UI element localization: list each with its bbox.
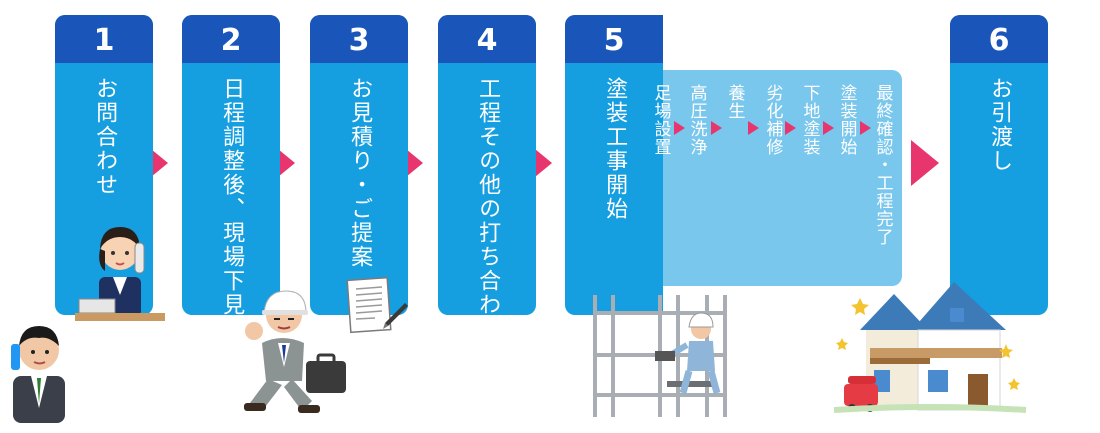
step-label: 工程その他の打ち合わせ — [475, 77, 501, 315]
step-label: お見積り・ご提案 — [347, 77, 373, 269]
step-card-2: 2 日程調整後、現場下見 — [182, 15, 280, 315]
substep-arrow — [674, 121, 685, 135]
estimate-document-icon — [346, 276, 408, 334]
substep-label: 劣化補修 — [762, 84, 783, 156]
step-number: 1 — [55, 15, 153, 63]
substep-arrow — [785, 121, 796, 135]
step-label: お引渡し — [987, 77, 1013, 173]
step-number: 5 — [565, 15, 663, 63]
step-number: 6 — [950, 15, 1048, 63]
receptionist-illustration — [75, 227, 165, 321]
step-card-6: 6 お引渡し — [950, 15, 1048, 315]
substep-label: 下地塗装 — [799, 84, 820, 156]
scaffold-illustration — [593, 295, 727, 417]
step-label: 日程調整後、現場下見 — [219, 77, 245, 315]
step-number: 2 — [182, 15, 280, 63]
house-illustration — [833, 282, 1027, 413]
substep-arrow — [823, 121, 834, 135]
substep-arrow — [860, 121, 871, 135]
step-number: 3 — [310, 15, 408, 63]
substep-label: 養生 — [724, 84, 745, 120]
substep-label: 塗装開始 — [836, 84, 857, 156]
step-label: お問合わせ — [92, 77, 118, 197]
businessman-illustration — [11, 326, 65, 423]
step-card-3: 3 お見積り・ご提案 — [310, 15, 408, 315]
substep-label: 足場設置 — [650, 84, 671, 156]
step-card-5: 5 塗装工事開始 — [565, 15, 663, 315]
substep-label: 高圧洗浄 — [686, 84, 707, 156]
step-card-4: 4 工程その他の打ち合わせ — [438, 15, 536, 315]
substep-label: 最終確認・工程完了 — [872, 84, 893, 246]
step-number: 4 — [438, 15, 536, 63]
step-arrow — [911, 140, 939, 186]
substep-arrow — [711, 121, 722, 135]
substep-arrow — [748, 121, 759, 135]
inspector-illustration — [244, 290, 346, 413]
step-label: 塗装工事開始 — [602, 77, 628, 221]
